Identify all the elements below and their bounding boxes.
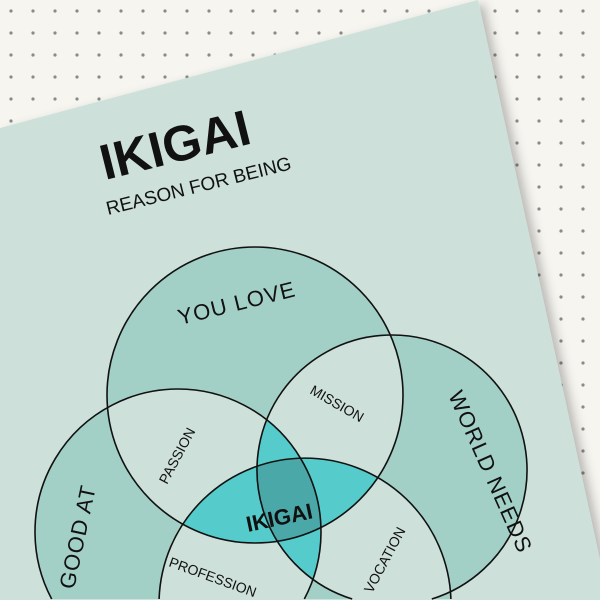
venn-diagram — [34, 246, 528, 600]
circle-outlines — [34, 246, 528, 600]
overlap-ikigai-center — [257, 458, 321, 543]
overlap-passion — [107, 388, 321, 543]
